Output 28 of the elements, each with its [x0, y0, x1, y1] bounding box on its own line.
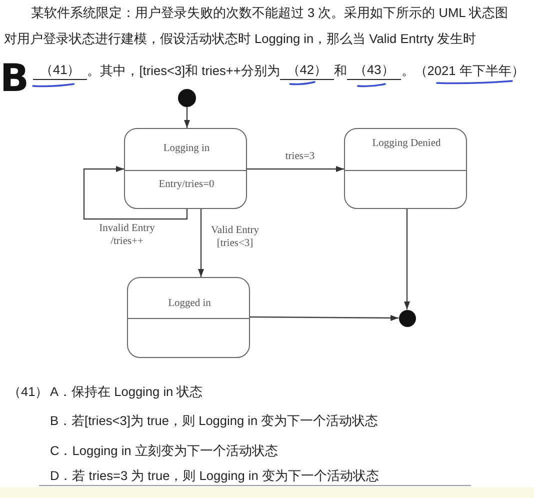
- transition-arrow: [404, 209, 410, 310]
- state-box: [124, 128, 247, 209]
- final-state-dot: [398, 310, 416, 326]
- transition-arrow: [184, 107, 190, 128]
- state-name: Logging Denied: [372, 138, 441, 150]
- transition-arrow: [83, 166, 188, 220]
- handwritten-letter: B: [0, 58, 29, 98]
- question-text: 和: [334, 62, 348, 80]
- entry-action: Entry/tries=0: [158, 179, 214, 191]
- answer-option: C．Logging in 立刻变为下一个活动状态: [50, 442, 278, 460]
- state-name: Logged in: [168, 298, 211, 310]
- question-number: （41）: [8, 383, 48, 401]
- question-text: 。（2021 年下半年）: [401, 62, 524, 80]
- question-text: 。其中，[tries<3]和 tries++分别为: [87, 62, 280, 80]
- answer-option: A．保持在 Logging in 状态: [50, 383, 203, 401]
- fill-in-line: （43）: [347, 61, 402, 80]
- fill-in-line: （42）: [280, 61, 334, 80]
- state-box: [127, 277, 250, 358]
- answer-option: D．若 tries=3 为 true，则 Logging in 变为下一个活动状态: [50, 467, 379, 485]
- fill-in-line: （41）: [33, 61, 88, 80]
- initial-state-dot: [178, 89, 196, 107]
- answer-option: B．若[tries<3]为 true，则 Logging in 变为下一个活动状态: [50, 412, 378, 430]
- transition-arrow: [247, 166, 344, 172]
- state-name: Logging in: [163, 143, 210, 155]
- transition-arrow: [250, 314, 398, 321]
- question-text: 某软件系统限定：用户登录失败的次数不能超过 3 次。采用如下所示的 UML 状态图对用户登录状态进行建模，假设活动状态时 Logging in，那么当 Valid Entrty 发生时: [4, 4, 508, 48]
- transition-arrow: [198, 209, 204, 277]
- state-box: [344, 128, 467, 209]
